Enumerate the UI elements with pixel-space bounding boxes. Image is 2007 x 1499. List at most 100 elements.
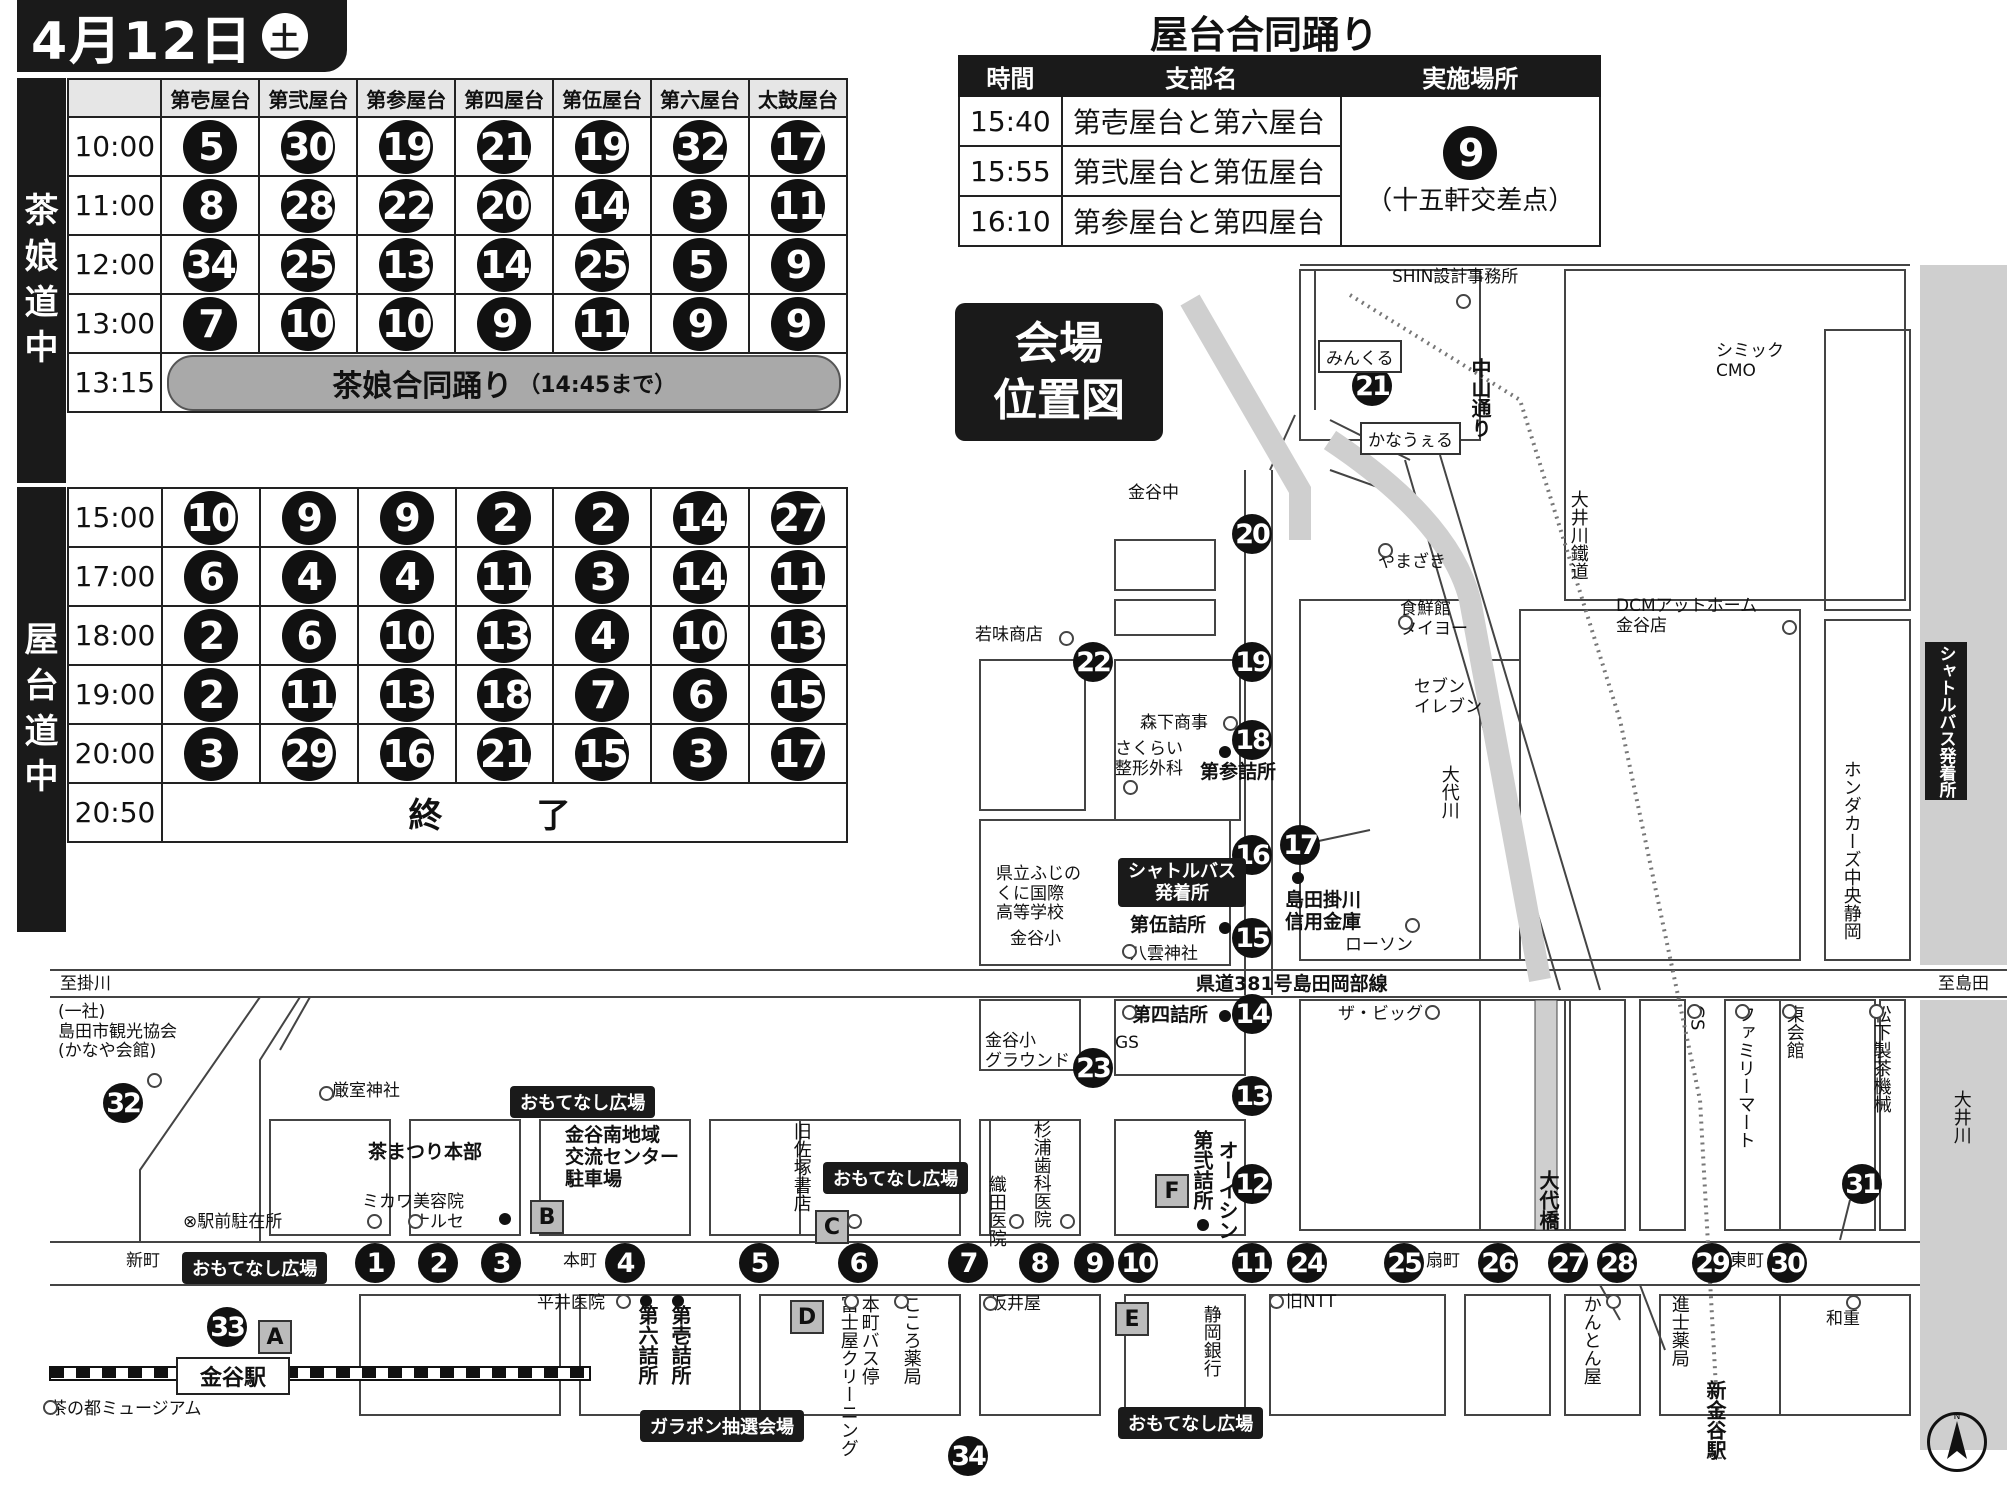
poi-dot xyxy=(319,1086,334,1101)
label-to_kakegawa: 至掛川 xyxy=(60,974,111,994)
map-marker-33: 33 xyxy=(207,1307,247,1347)
poi-dot xyxy=(616,1294,631,1309)
column-header: 第弐屋台 xyxy=(258,78,359,118)
column-header: 第参屋台 xyxy=(356,78,457,118)
schedule-cell: 20 xyxy=(454,175,555,236)
schedule-cell: 4 xyxy=(258,546,359,607)
label-kanauel: かなうぇる xyxy=(1360,422,1461,455)
column-header: 第四屋台 xyxy=(454,78,555,118)
schedule-cell: 11 xyxy=(258,664,359,725)
omotenashi-tag: おもてなし広場 xyxy=(823,1162,969,1194)
location-marker: 19 xyxy=(379,119,434,174)
location-marker: 2 xyxy=(477,490,532,545)
map-marker-3: 3 xyxy=(481,1243,521,1283)
schedule-cell: 10 xyxy=(160,487,261,548)
section-char: 台 xyxy=(24,665,59,706)
poi-dot xyxy=(894,1294,909,1309)
location-marker: 11 xyxy=(771,549,826,604)
yatai-time: 15:55 xyxy=(958,145,1063,197)
label-honmachi: 本町 xyxy=(563,1251,597,1271)
label-roku: 第六詰所 xyxy=(635,1305,659,1385)
location-marker: 32 xyxy=(673,119,728,174)
shuttle-bus-stop-right: シャトルバス発着所 xyxy=(1925,642,1967,800)
location-marker: 29 xyxy=(281,726,336,781)
venue-map-title: 会場 位置図 xyxy=(955,303,1163,441)
label-big: ザ・ビッグ xyxy=(1338,1004,1423,1024)
time-cell: 13:00 xyxy=(66,293,163,354)
location-marker: 4 xyxy=(575,608,630,663)
weekday-badge: 土 xyxy=(261,13,308,59)
label-shinji: 進士薬局 xyxy=(1668,1295,1690,1367)
poi-dot xyxy=(43,1400,58,1415)
schedule-cell: 8 xyxy=(160,175,261,236)
label-higashimachi: 東町 xyxy=(1730,1251,1764,1271)
schedule-cell: 28 xyxy=(258,175,359,236)
joint-dance-label: 茶娘合同踊り xyxy=(332,368,513,404)
yatai-time: 16:10 xyxy=(958,195,1063,247)
schedule-cell: 10 xyxy=(356,605,457,666)
location-marker: 9 xyxy=(771,237,825,292)
section-label-chamusume: 茶娘道中 xyxy=(17,78,66,483)
map-marker-22: 22 xyxy=(1073,642,1113,682)
schedule-cell: 14 xyxy=(454,234,555,295)
map-marker-4: 4 xyxy=(605,1243,645,1283)
map-marker-18: 18 xyxy=(1232,720,1272,760)
poi-dot xyxy=(1425,1005,1440,1020)
schedule-cell: 10 xyxy=(258,293,359,354)
label-yonshi: 第四詰所 xyxy=(1132,1004,1209,1026)
schedule-cell: 17 xyxy=(748,723,848,784)
poi-dot xyxy=(408,1214,423,1229)
schedule-cell: 16 xyxy=(356,723,457,784)
time-cell: 20:50 xyxy=(67,782,163,843)
location-marker: 30 xyxy=(281,119,336,174)
label-sakurai: さくらい 整形外科 xyxy=(1115,739,1183,779)
location-marker: 6 xyxy=(673,667,728,722)
col-branch: 支部名 xyxy=(1060,55,1342,97)
section-char: 中 xyxy=(24,328,59,369)
schedule-cell: 9 xyxy=(356,487,457,548)
time-cell: 10:00 xyxy=(66,116,163,177)
yatai-branch: 第弐屋台と第伍屋台 xyxy=(1060,145,1342,197)
poi-dot xyxy=(1687,1004,1702,1019)
map-marker-1: 1 xyxy=(355,1243,395,1283)
garapon-tag: ガラポン抽選会場 xyxy=(640,1410,804,1442)
location-marker: 28 xyxy=(281,178,336,233)
poi-dot xyxy=(1405,918,1420,933)
section-char: 娘 xyxy=(24,236,59,277)
place-marker: 9 xyxy=(1443,125,1498,180)
label-museum: 茶の都ミュージアム xyxy=(50,1399,202,1419)
label-oishin: オーイシン xyxy=(1215,1140,1239,1240)
schedule-cell: 25 xyxy=(552,234,653,295)
location-marker: 11 xyxy=(281,667,336,722)
location-marker: 14 xyxy=(673,490,728,545)
label-fuji: 県立ふじの くに国際 高等学校 xyxy=(996,864,1081,924)
yatai-time: 15:40 xyxy=(958,95,1063,147)
schedule-cell: 15 xyxy=(748,664,848,725)
label-ichi: 第壱詰所 xyxy=(668,1305,692,1385)
schedule-cell: 7 xyxy=(160,293,261,354)
schedule-cell: 21 xyxy=(454,116,555,177)
col-time: 時間 xyxy=(958,55,1063,97)
omotenashi-tag: おもてなし広場 xyxy=(182,1252,328,1284)
location-marker: 11 xyxy=(477,549,532,604)
label-yakumo: 八雲神社 xyxy=(1130,944,1198,964)
map-marker-17: 17 xyxy=(1280,825,1320,865)
map-marker-24: 24 xyxy=(1287,1243,1327,1283)
label-shinkin: 島田掛川 信用金庫 xyxy=(1285,889,1362,933)
location-marker: 4 xyxy=(281,549,336,604)
section-char: 道 xyxy=(24,282,59,323)
poi-dot xyxy=(1782,620,1797,635)
poi-dot xyxy=(1378,543,1393,558)
schedule-cell: 5 xyxy=(650,234,750,295)
facility-F: F xyxy=(1155,1174,1189,1208)
schedule-cell: 9 xyxy=(258,487,359,548)
schedule-cell: 9 xyxy=(650,293,750,354)
date-text: 4月12日 xyxy=(31,11,254,72)
label-fujiya: 富士屋クリーニング xyxy=(837,1295,859,1457)
location-marker: 3 xyxy=(673,726,728,781)
joint-dance-pill: 茶娘合同踊り（14:45まで） xyxy=(167,354,842,411)
poi-dot xyxy=(847,1214,862,1229)
schedule-cell: 11 xyxy=(748,175,848,236)
